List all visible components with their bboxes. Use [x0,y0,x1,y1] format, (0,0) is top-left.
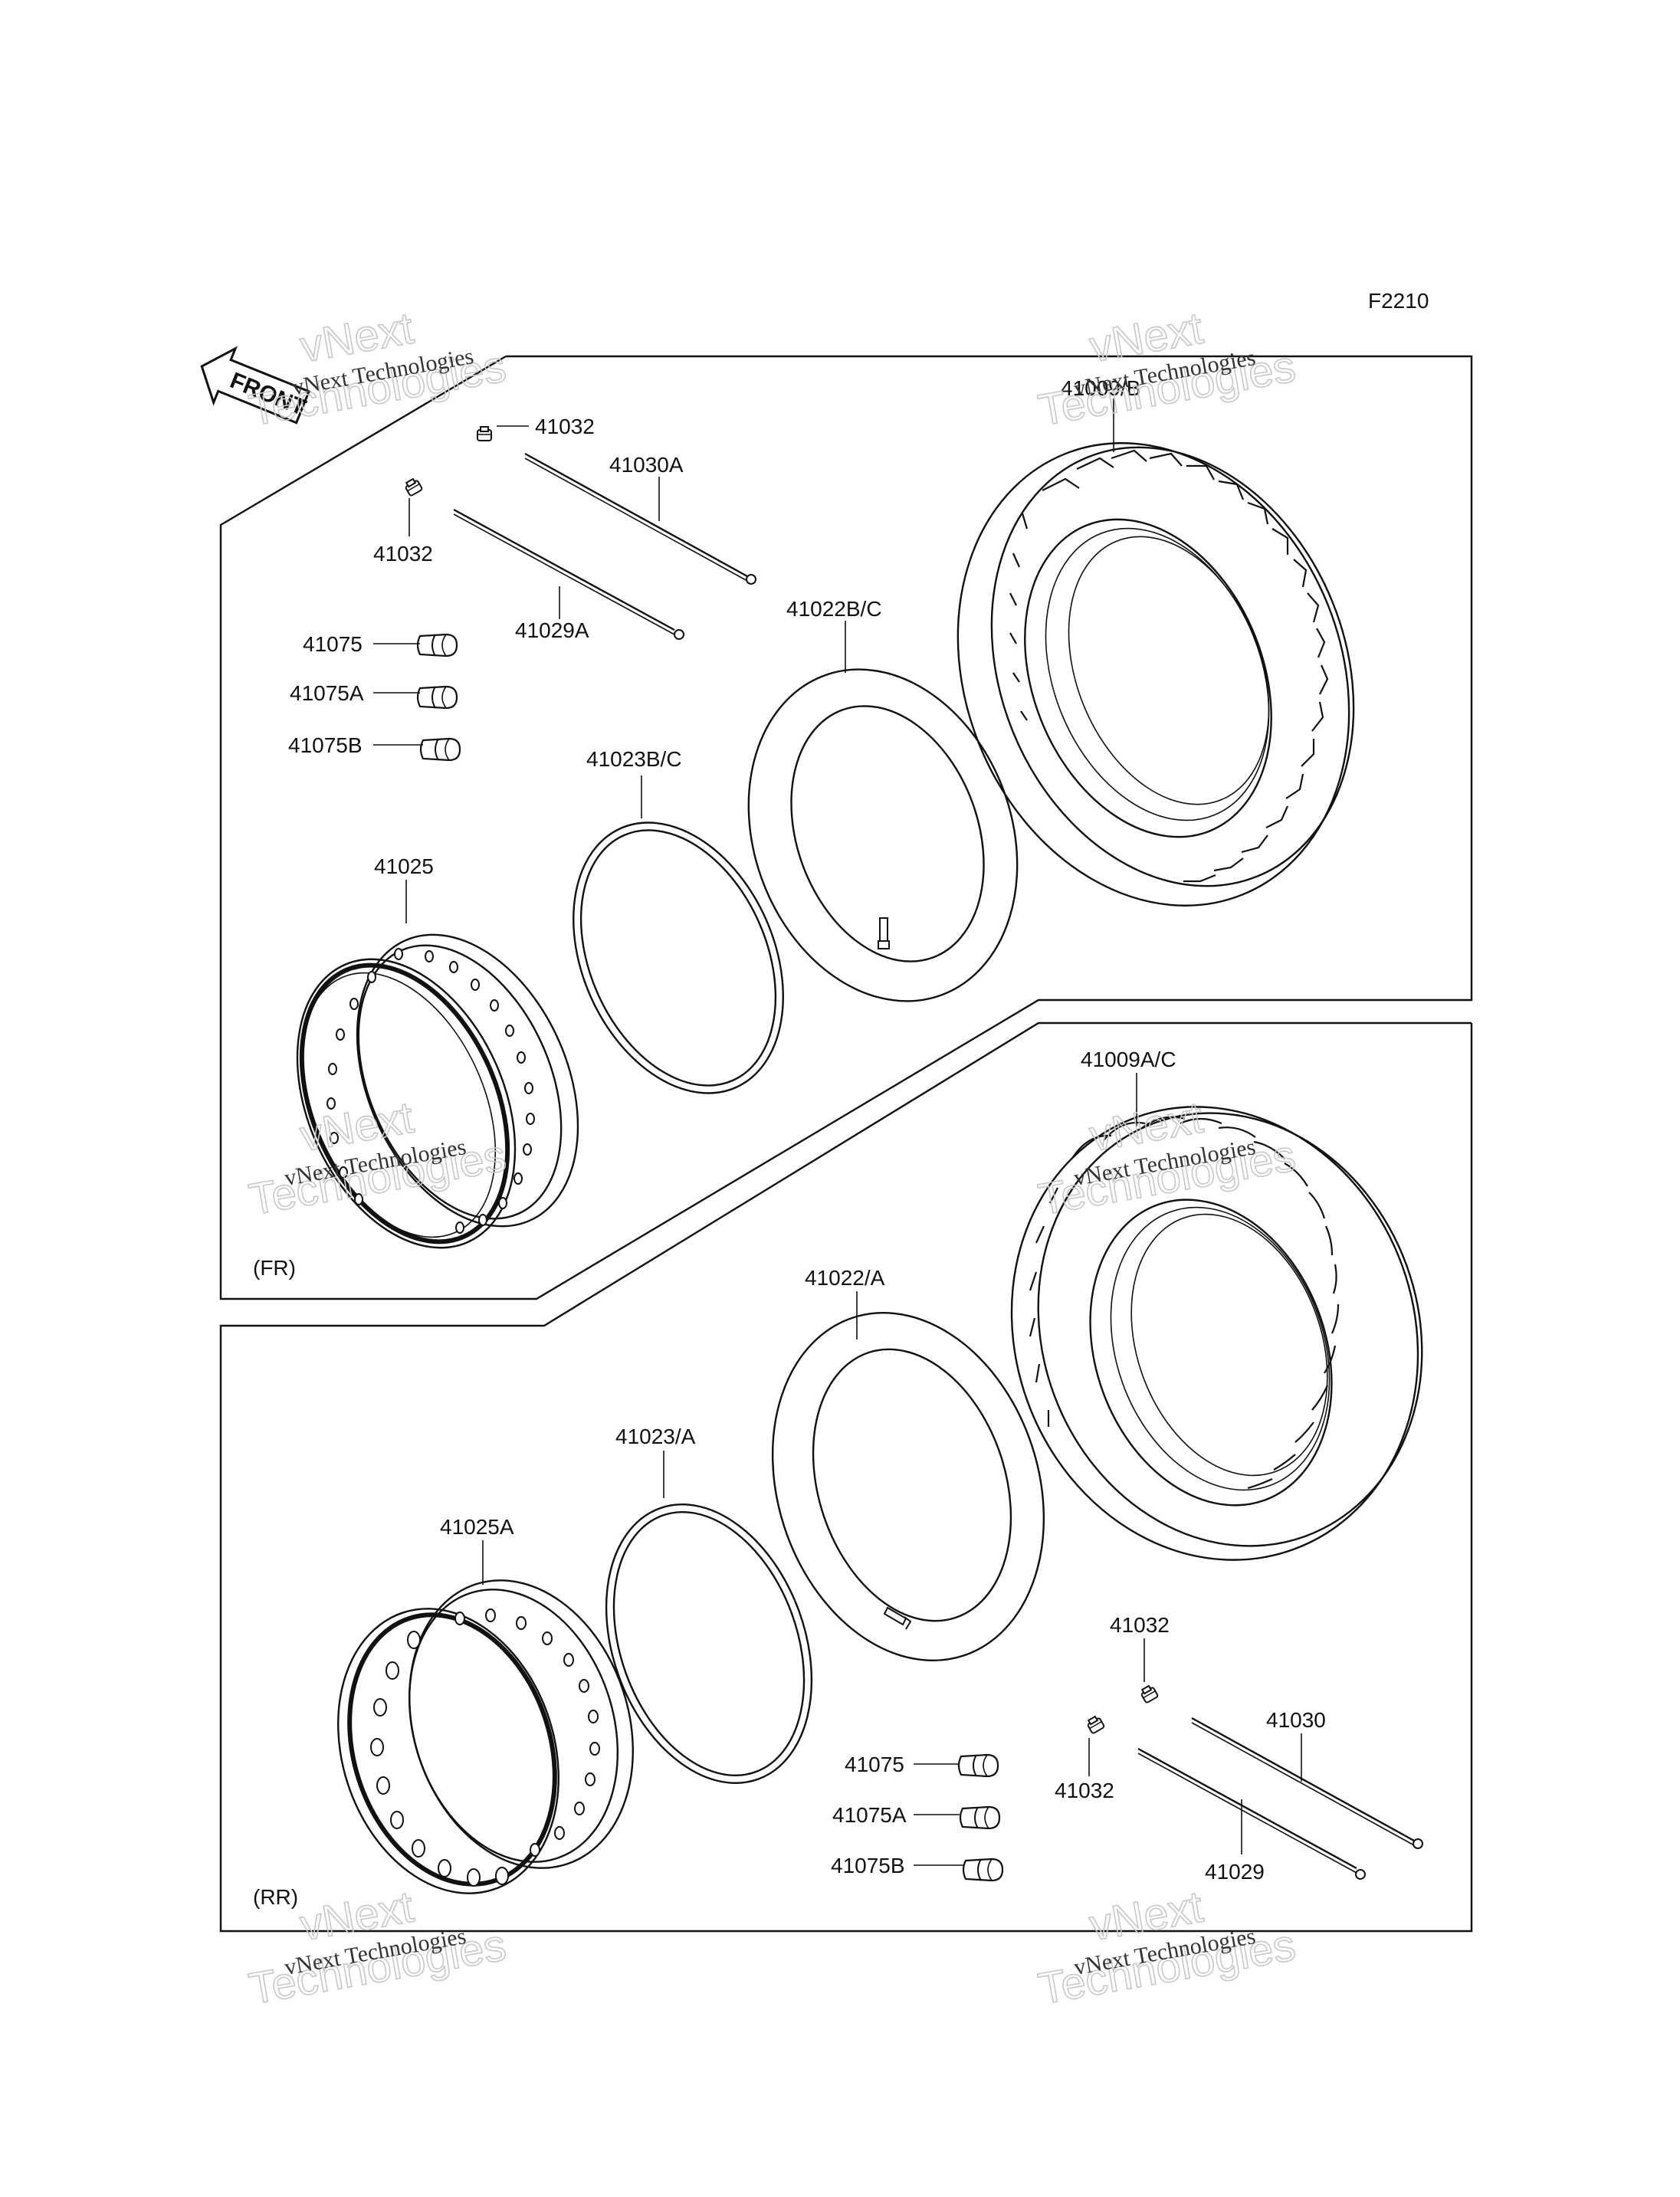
watermark-bottom-right: vNext Technologies vNext Technologies [1034,1881,1299,2015]
label-rear-spoke-b: 41029 [1205,1860,1265,1884]
front-nipple-left-icon [402,476,424,497]
rear-weight-a-icon [959,1805,1001,1830]
front-rim-spoke-holes [326,948,535,1234]
watermark-top-left: vNext Technologies vNext Technologies [244,303,510,436]
front-rim-band [573,821,784,1094]
front-spoke-41029a [453,508,684,640]
rear-spoke-41029 [1137,1747,1366,1880]
section-label-rear: (RR) [253,1885,298,1909]
rear-leader-lines [482,1073,1302,1866]
label-rear-weight-b: 41075B [831,1854,905,1877]
rear-weight-icon [957,1753,999,1778]
label-rear-nipple-left: 41032 [1055,1779,1114,1802]
rear-tube [771,1311,1045,1662]
front-tread-pattern [1009,449,1329,883]
label-rear-nipple-top: 41032 [1110,1613,1170,1637]
rear-weight-b-icon [962,1858,1004,1882]
label-front-nipple-left: 41032 [373,542,433,566]
rear-nipple-left-icon [1084,1713,1106,1735]
front-spoke-41030a [524,452,756,585]
front-tire [956,442,1355,907]
label-front-spoke-b: 41029A [515,618,589,642]
label-rear-spoke-a: 41030 [1266,1708,1326,1732]
label-front-tube: 41022B/C [786,597,882,621]
front-nipple-top-icon [477,426,492,441]
label-rear-tire: 41009A/C [1081,1048,1176,1071]
rear-tire [1010,1106,1423,1561]
label-front-weight-b: 41075B [288,733,363,757]
label-front-weight-a: 41075A [290,681,364,705]
rear-nipple-top-icon [1138,1683,1160,1704]
label-rear-tube: 41022/A [805,1266,885,1290]
watermark-mid-left: vNext Technologies vNext Technologies [244,1092,510,1225]
front-weight-icon [416,633,458,657]
section-label-front: (FR) [253,1256,296,1280]
label-front-spoke-a: 41030A [609,453,684,477]
rear-section-frame [219,1021,1473,1933]
rear-rim-band [605,1503,813,1784]
rear-rim [337,1579,634,1894]
label-rear-weight-a: 41075A [832,1803,907,1827]
rear-tread-pattern [1029,1116,1340,1490]
label-front-tire: 41009/B [1061,376,1140,400]
label-rear-rim-band: 41023/A [615,1425,696,1448]
front-rim [296,933,579,1249]
watermark-mid-right: vNext Technologies vNext Technologies [1034,1092,1299,1225]
label-front-nipple-top: 41032 [535,415,595,438]
front-tube-valve-icon [878,917,890,949]
label-front-rim-band: 41023B/C [586,747,682,771]
front-leader-lines [373,398,1114,923]
rear-rim-spoke-holes [370,1608,600,1887]
watermark-top-right: vNext Technologies vNext Technologies [1034,303,1299,436]
label-rear-weight: 41075 [845,1753,904,1776]
rear-tube-valve-icon [883,1606,912,1630]
front-section-frame [219,355,1473,1300]
label-front-weight: 41075 [303,632,363,656]
label-rear-rim: 41025A [440,1515,514,1539]
rear-spoke-41030 [1191,1717,1423,1849]
front-tube [747,668,1019,1002]
figure-code: F2210 [1368,289,1429,313]
label-front-rim: 41025 [374,854,434,878]
front-weight-b-icon [419,737,461,762]
front-weight-a-icon [416,685,458,710]
